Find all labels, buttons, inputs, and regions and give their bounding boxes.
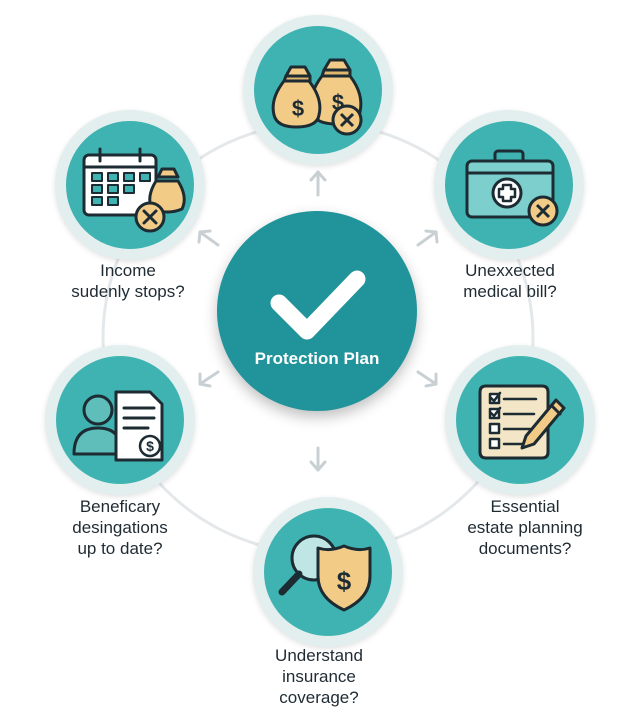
label-lower-right-line-1: Essential [490, 497, 560, 516]
money-bags-x-icon: $ $ [271, 58, 363, 136]
label-lower-right-line-3: documents? [478, 539, 572, 558]
arrow-lower-right [416, 370, 438, 388]
label-bottom: Understand insurance coverage? [239, 645, 399, 708]
center-protection-plan: Protection Plan [217, 211, 417, 411]
svg-text:$: $ [146, 438, 154, 454]
checklist-scroll-pen-icon [478, 384, 566, 460]
center-title: Protection Plan [254, 349, 380, 368]
label-upper-left: Income sudenly stops? [48, 260, 208, 302]
label-lower-right: Essential estate planning documents? [440, 496, 610, 559]
label-lower-right-line-2: estate planning [467, 518, 583, 537]
label-upper-left-line-1: Income [100, 261, 156, 280]
node-lower-right [445, 345, 595, 495]
calendar-money-bag-x-icon [82, 147, 186, 233]
label-lower-left: Beneficary desingations up to date? [40, 496, 200, 559]
checkmark-icon [270, 270, 366, 340]
label-lower-left-line-1: Beneficary [79, 497, 161, 516]
label-lower-left-line-2: desingations [72, 518, 168, 537]
label-upper-right-line-1: Unexxected [465, 261, 555, 280]
node-upper-left [55, 110, 205, 260]
node-upper-right [434, 110, 584, 260]
node-bottom: $ [253, 497, 403, 647]
label-bottom-line-3: coverage? [279, 688, 359, 707]
person-document-dollar-icon: $ [72, 390, 164, 462]
label-bottom-line-1: Understand [275, 646, 363, 665]
node-lower-left: $ [45, 345, 195, 495]
node-top: $ $ [243, 15, 393, 165]
arrow-lower-left [198, 370, 220, 388]
svg-text:$: $ [337, 566, 352, 596]
magnifier-shield-dollar-icon: $ [278, 534, 372, 612]
svg-text:$: $ [292, 96, 304, 121]
label-upper-left-line-2: sudenly stops? [71, 282, 185, 301]
label-lower-left-line-3: up to date? [77, 539, 163, 558]
medical-kit-x-icon [465, 149, 559, 227]
arrow-top [309, 170, 327, 197]
label-upper-right-line-2: medical bill? [463, 282, 557, 301]
arrow-upper-left [197, 229, 220, 247]
label-bottom-line-2: insurance [282, 667, 356, 686]
label-upper-right: Unexxected medical bill? [430, 260, 590, 302]
arrow-bottom [309, 446, 327, 472]
arrow-upper-right [416, 229, 439, 247]
